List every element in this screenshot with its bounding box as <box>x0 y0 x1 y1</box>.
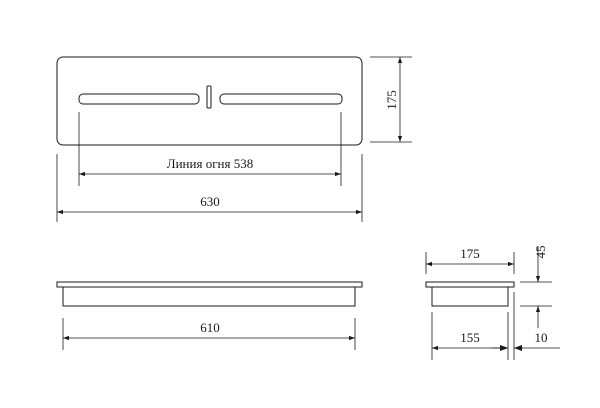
front-flange <box>56 281 363 288</box>
front-body <box>62 287 356 307</box>
flange-arrow-right <box>514 345 522 351</box>
fire-line-label: Линия огня 538 <box>167 156 253 171</box>
front-view: 610 <box>56 281 363 350</box>
side-bottom-width-label: 155 <box>460 330 480 345</box>
flange-arrow-left <box>500 345 508 351</box>
center-divider <box>206 85 212 109</box>
overall-width-label: 630 <box>200 194 220 209</box>
side-top-width-label: 175 <box>460 246 480 261</box>
right-slot <box>219 93 343 105</box>
side-body <box>431 287 509 307</box>
side-flange <box>425 281 515 288</box>
left-slot <box>78 93 200 105</box>
burner-outline-top <box>56 56 363 146</box>
top-view: Линия огня 538 630 175 <box>56 56 412 222</box>
side-height-label: 45 <box>533 246 548 259</box>
flange-label: 10 <box>535 330 548 345</box>
side-view: 175 155 10 45 <box>425 246 560 360</box>
height-label: 175 <box>384 90 399 110</box>
front-width-label: 610 <box>200 320 220 335</box>
